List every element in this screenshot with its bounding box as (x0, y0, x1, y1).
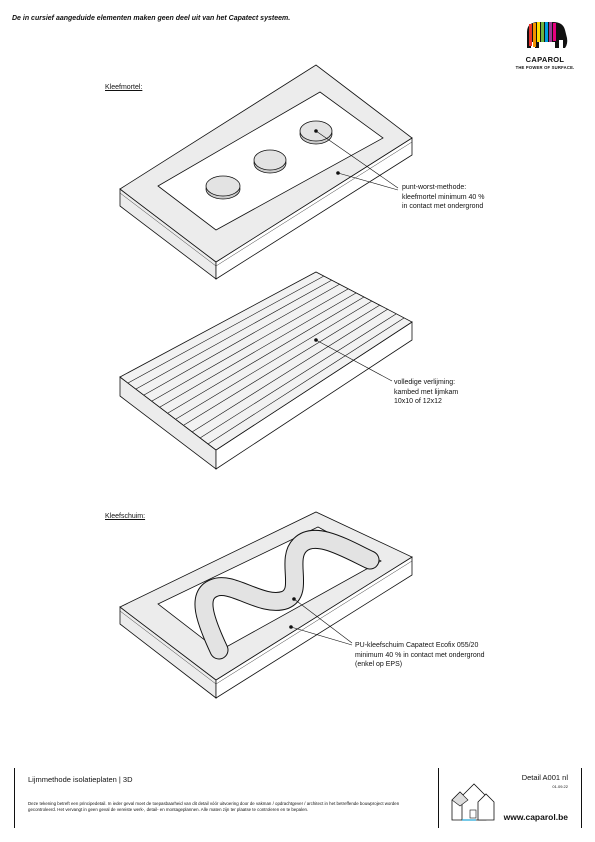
adhesive-dot (205, 175, 241, 200)
callout-line: PU-kleefschuim Capatect Ecofix 055/20 (355, 642, 479, 649)
website-link[interactable]: www.caparol.be (503, 812, 568, 822)
callout-line: kleefmortel minimum 40 % (402, 193, 485, 201)
footer: Lijmmethode isolatieplaten | 3D Deze tek… (0, 768, 595, 832)
callout-dots: punt-worst-methode: kleefmortel minimum … (402, 183, 484, 212)
logo-brand: CAPAROL (525, 55, 565, 64)
callout-line: 10x10 of 12x12 (394, 398, 442, 405)
elephant-logo-icon (527, 22, 568, 48)
section-label-kleefschuim: Kleefschuim: (105, 513, 146, 520)
footer-description: Deze tekening betreft een principedetail… (28, 801, 400, 813)
logo-slogan: THE POWER OF SURFACE. (515, 65, 575, 70)
adhesive-dot (253, 149, 287, 174)
disclaimer-text: De in cursief aangeduide elementen maken… (12, 15, 291, 22)
house-icon (448, 776, 498, 827)
callout-line: in contact met ondergrond (402, 203, 484, 210)
board-foam (119, 511, 413, 699)
caparol-logo: CAPAROL THE POWER OF SURFACE. (505, 18, 585, 80)
callout-line: (enkel op EPS) (355, 661, 403, 668)
callout-foam: PU-kleefschuim Capatect Ecofix 055/20 mi… (355, 641, 485, 670)
callout-line: kambed met lijmkam (394, 388, 459, 396)
detail-code: Detail A001 nl (521, 773, 568, 782)
board-dots (119, 64, 413, 280)
board-comb (119, 271, 413, 470)
footer-title: Lijmmethode isolatieplaten | 3D (28, 775, 133, 784)
callout-line: volledige verlijming: (394, 379, 456, 386)
footer-divider (14, 768, 15, 828)
footer-divider (438, 768, 439, 828)
callout-comb: volledige verlijming: kambed met lijmkam… (394, 378, 458, 407)
callout-line: minimum 40 % in contact met ondergrond (355, 651, 485, 659)
detail-date: 01.09.22 (552, 784, 568, 789)
section-label-kleefmortel: Kleefmortel: (105, 84, 143, 91)
callout-line: punt-worst-methode: (402, 184, 467, 191)
footer-divider (581, 768, 582, 828)
foam-bead (194, 529, 380, 660)
